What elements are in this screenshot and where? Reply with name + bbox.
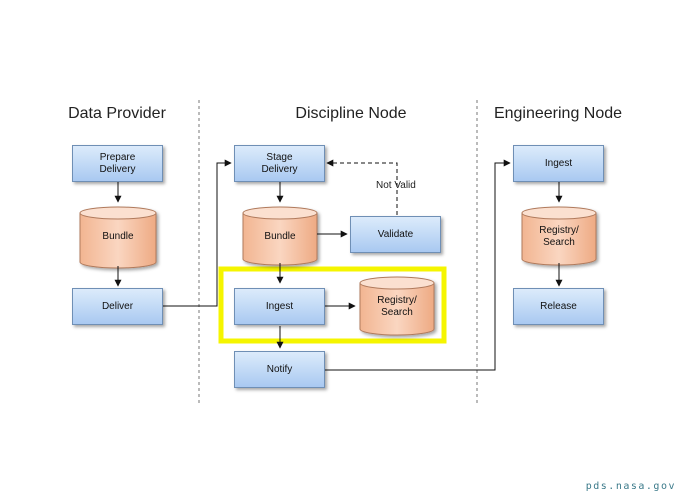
datastore-dn-registry xyxy=(359,276,435,336)
process-prepare-delivery: Prepare Delivery xyxy=(72,145,163,182)
process-validate: Validate xyxy=(350,216,441,253)
highlight-frame xyxy=(218,266,447,344)
process-stage-delivery: Stage Delivery xyxy=(234,145,325,182)
lane-title-data-provider: Data Provider xyxy=(68,105,166,122)
process-deliver: Deliver xyxy=(72,288,163,325)
datastore-en-registry xyxy=(521,206,597,266)
datastore-en-registry-label: Registry/ Search xyxy=(539,225,579,248)
edge-deliver-to-stage xyxy=(163,159,232,307)
datastore-dn-registry-label: Registry/ Search xyxy=(377,295,417,318)
lane-title-engineering-node: Engineering Node xyxy=(493,105,623,122)
process-notify: Notify xyxy=(234,351,325,388)
edge-label-not-valid: Not Valid xyxy=(376,180,416,191)
datastore-dn-bundle-label: Bundle xyxy=(264,231,296,242)
datastore-dp-bundle-label: Bundle xyxy=(102,231,134,242)
edge-notify-to-en-ingest xyxy=(325,159,511,371)
edge-validate-not-valid xyxy=(326,159,398,215)
lane-title-discipline-node: Discipline Node xyxy=(295,105,407,122)
process-en-ingest: Ingest xyxy=(513,145,604,182)
site-url: pds.nasa.gov xyxy=(585,481,676,492)
process-release: Release xyxy=(513,288,604,325)
process-dn-ingest: Ingest xyxy=(234,288,325,325)
